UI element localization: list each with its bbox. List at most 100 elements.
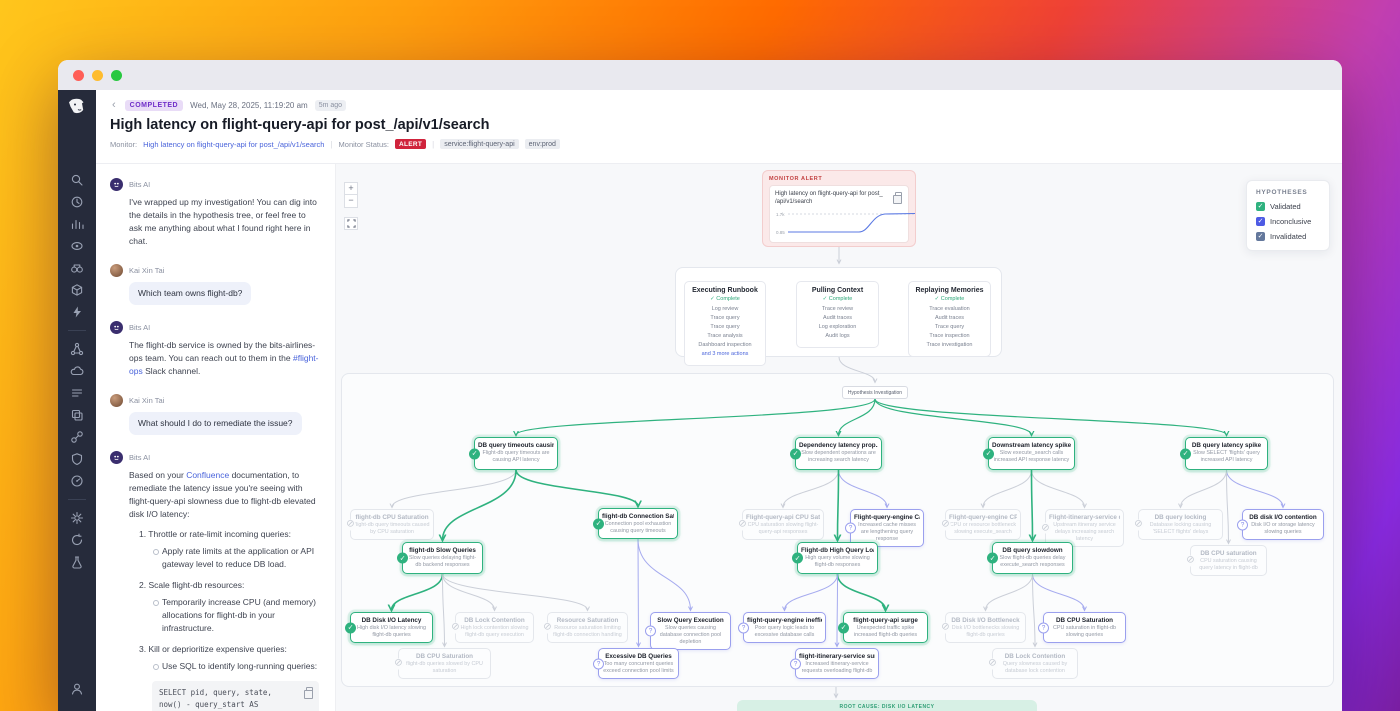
node-subtitle: Unexpected traffic spike increased fligh… bbox=[853, 625, 918, 639]
search-icon[interactable] bbox=[70, 173, 84, 187]
hypothesis-node-v3[interactable]: ✓ Downstream latency spike Slow execute_… bbox=[983, 437, 1075, 470]
monitor-label: Monitor: bbox=[110, 139, 138, 149]
root-cause-banner[interactable]: ROOT CAUSE: DISK I/O LATENCY bbox=[737, 700, 1037, 711]
phase-title: Executing Runbook bbox=[692, 287, 758, 294]
invalidated-slash-icon: ⊘ bbox=[987, 657, 998, 670]
inline-link[interactable]: Confluence bbox=[186, 470, 230, 480]
hypothesis-node-g7[interactable]: ⊘ DB Lock Contention High lock contentio… bbox=[450, 612, 534, 644]
hypothesis-node-g5[interactable]: ⊘ DB query locking Database locking caus… bbox=[1133, 509, 1223, 541]
copy-code-icon[interactable] bbox=[304, 687, 313, 699]
fit-to-screen-button[interactable] bbox=[344, 217, 358, 230]
monitor-status-label: Monitor Status: bbox=[338, 139, 389, 149]
invalidated-slash-icon: ⊘ bbox=[542, 621, 553, 634]
hypothesis-investigation-node[interactable]: Hypothesis Investigation bbox=[842, 386, 908, 399]
monitor-link[interactable]: High latency on flight-query-api for pos… bbox=[143, 139, 325, 149]
hypothesis-node-g9[interactable]: ⊘ DB Disk I/O Bottleneck Disk I/O bottle… bbox=[940, 612, 1026, 644]
inconclusive-question-icon: ? bbox=[845, 522, 856, 534]
hypothesis-node-v8[interactable]: ✓ DB query slowdown Slow flight-db queri… bbox=[987, 542, 1073, 574]
hypothesis-node-p1[interactable]: ? Flight-query-engine Cache ... Increase… bbox=[845, 509, 924, 548]
hypothesis-node-g3[interactable]: ⊘ Flight-query-engine CPU load CPU or re… bbox=[940, 509, 1021, 541]
watchdog-icon[interactable] bbox=[70, 239, 84, 253]
hypothesis-node-v10[interactable]: ✓ flight-query-api surge Unexpected traf… bbox=[838, 612, 928, 644]
investigation-header: ‹ COMPLETED Wed, May 28, 2025, 11:19:20 … bbox=[96, 90, 1342, 164]
synthetics-icon[interactable] bbox=[70, 474, 84, 488]
hypothesis-node-g11[interactable]: ⊘ DB Lock Contention Query slowness caus… bbox=[987, 648, 1078, 680]
settings-icon[interactable] bbox=[70, 511, 84, 525]
infrastructure-icon[interactable] bbox=[70, 283, 84, 297]
sidebar-divider bbox=[68, 330, 86, 331]
hypothesis-node-g2[interactable]: ⊘ Flight-query-api CPU Satura... CPU sat… bbox=[737, 509, 824, 541]
copy-icon[interactable] bbox=[893, 192, 902, 204]
sql-code-block[interactable]: SELECT pid, query, state,now() - query_s… bbox=[152, 681, 319, 711]
incidents-icon[interactable] bbox=[70, 533, 84, 547]
hypothesis-node-p5[interactable]: ? DB CPU Saturation CPU saturation in fl… bbox=[1038, 612, 1126, 644]
hypothesis-node-v5[interactable]: ✓ flight-db Connection Satu... Connectio… bbox=[593, 508, 678, 540]
hypothesis-node-v1[interactable]: ✓ DB query timeouts causin... Flight-db … bbox=[469, 437, 558, 470]
hypothesis-node-g1[interactable]: ⊘ flight-db CPU Saturation flight-db que… bbox=[345, 509, 434, 541]
datadog-logo-icon[interactable] bbox=[67, 97, 87, 117]
node-subtitle: Slow dependent operations are increasing… bbox=[801, 450, 876, 464]
legend-checkbox-validated[interactable]: ✓Validated bbox=[1256, 202, 1301, 211]
zoom-window-button[interactable] bbox=[111, 69, 122, 81]
message-author: Kai Xin Tai bbox=[129, 266, 165, 275]
close-window-button[interactable] bbox=[73, 69, 84, 81]
hypothesis-node-v2[interactable]: ✓ Dependency latency prop... Slow depend… bbox=[790, 437, 882, 470]
hypothesis-node-g4[interactable]: ⊘ Flight-itinerary-service dep... Upstre… bbox=[1040, 509, 1124, 548]
legend-checkbox-inconclusive[interactable]: ✓Inconclusive bbox=[1256, 217, 1312, 226]
back-button[interactable]: ‹ bbox=[112, 99, 116, 111]
phase-action: Trace analysis bbox=[707, 333, 743, 340]
hypothesis-node-g10[interactable]: ⊘ DB CPU Saturation flight-db queries sl… bbox=[393, 648, 491, 680]
hypothesis-node-g6[interactable]: ⊘ DB CPU saturation CPU saturation causi… bbox=[1185, 545, 1267, 577]
validated-check-icon: ✓ bbox=[838, 622, 849, 634]
phase-action: Audit logs bbox=[825, 333, 850, 340]
dashboards-icon[interactable] bbox=[70, 217, 84, 231]
page-title: High latency on flight-query-api for pos… bbox=[110, 117, 490, 133]
inline-link[interactable]: #flight-ops bbox=[129, 353, 319, 376]
checkbox-checked-icon[interactable]: ✓ bbox=[1256, 217, 1265, 226]
labs-icon[interactable] bbox=[70, 555, 84, 569]
events-icon[interactable] bbox=[70, 305, 84, 319]
investigation-canvas[interactable]: + − MONITOR ALERT High latency on flight… bbox=[336, 164, 1342, 711]
hypothesis-node-g8[interactable]: ⊘ Resource Saturation Resource saturatio… bbox=[542, 612, 628, 644]
hypothesis-node-p3[interactable]: ? Slow Query Execution Slow queries caus… bbox=[645, 612, 731, 651]
apm-icon[interactable] bbox=[70, 261, 84, 275]
validated-check-icon: ✓ bbox=[792, 552, 803, 564]
service-map-icon[interactable] bbox=[70, 342, 84, 356]
hypothesis-node-v9[interactable]: ✓ DB Disk I/O Latency High disk I/O late… bbox=[345, 612, 433, 644]
legend-checkbox-invalidated[interactable]: ✓Invalidated bbox=[1256, 232, 1307, 241]
zoom-in-button[interactable]: + bbox=[344, 182, 358, 195]
ci-cd-icon[interactable] bbox=[70, 430, 84, 444]
hypothesis-node-p4[interactable]: ? flight-query-engine inefficie... Poor … bbox=[738, 612, 826, 644]
hypothesis-node-p7[interactable]: ? flight-itinerary-service surge Increas… bbox=[790, 648, 879, 680]
hypothesis-node-v7[interactable]: ✓ Flight-db High Query Load High query v… bbox=[792, 542, 878, 574]
hypothesis-node-p2[interactable]: ? DB disk I/O contention Disk I/O or sto… bbox=[1237, 509, 1324, 541]
logs-icon[interactable] bbox=[70, 386, 84, 400]
user-account-icon[interactable] bbox=[70, 682, 84, 701]
cloud-icon[interactable] bbox=[70, 364, 84, 378]
time-ago-badge: 5m ago bbox=[314, 100, 347, 111]
monitor-alert-card[interactable]: MONITOR ALERT High latency on flight-que… bbox=[762, 170, 916, 247]
minimize-window-button[interactable] bbox=[92, 69, 103, 81]
node-subtitle: Database locking causing 'SELECT flights… bbox=[1149, 522, 1212, 536]
zoom-out-button[interactable]: − bbox=[344, 195, 358, 208]
monitor-sparkline: 1.7k 0.85 bbox=[776, 212, 916, 235]
service-tag[interactable]: service:flight-query-api bbox=[440, 139, 519, 149]
rum-icon[interactable] bbox=[70, 408, 84, 422]
more-actions-link[interactable]: and 3 more actions bbox=[701, 351, 749, 358]
invalidated-slash-icon: ⊘ bbox=[393, 657, 404, 670]
env-tag[interactable]: env:prod bbox=[524, 139, 560, 149]
hypothesis-node-p6[interactable]: ? Excessive DB Queries Too many concurre… bbox=[593, 648, 679, 680]
security-icon[interactable] bbox=[70, 452, 84, 466]
node-subtitle: Resource saturation limiting flight-db c… bbox=[553, 625, 622, 639]
status-badge: COMPLETED bbox=[124, 100, 184, 111]
checkbox-checked-icon[interactable]: ✓ bbox=[1256, 232, 1265, 241]
hypothesis-node-v4[interactable]: ✓ DB query latency spike Slow SELECT 'fl… bbox=[1180, 437, 1268, 470]
history-icon[interactable] bbox=[70, 195, 84, 209]
checkbox-checked-icon[interactable]: ✓ bbox=[1256, 202, 1265, 211]
hypothesis-node-v6[interactable]: ✓ flight-db Slow Queries Slow queries de… bbox=[397, 542, 483, 574]
node-subtitle: Disk I/O bottlenecks slowing flight-db q… bbox=[951, 625, 1020, 639]
